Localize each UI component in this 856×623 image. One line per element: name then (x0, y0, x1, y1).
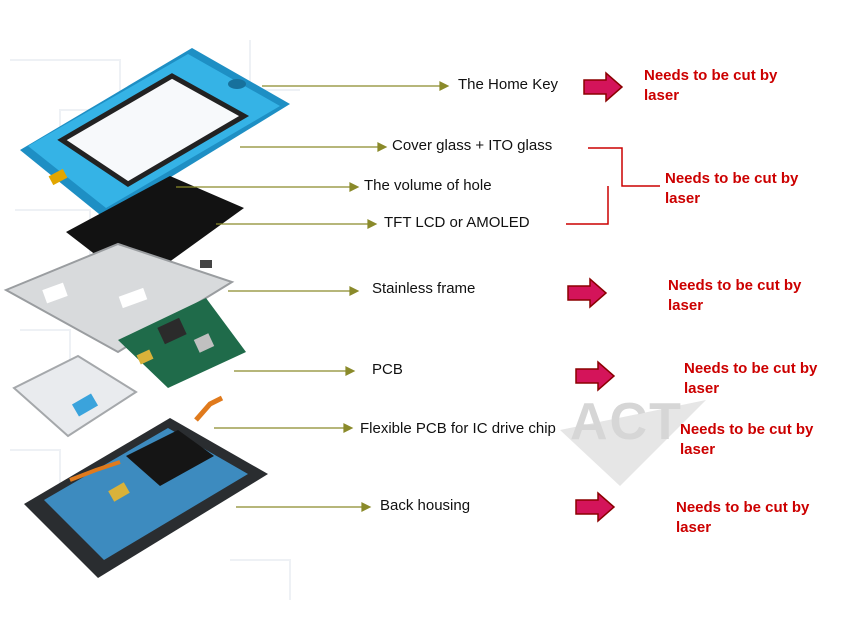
label-stainless-frame: Stainless frame (372, 280, 476, 297)
note-line: laser (680, 441, 716, 458)
note-line: laser (684, 380, 720, 397)
home-key-icon (228, 79, 246, 89)
cover-glass-bezel (20, 48, 290, 218)
note-line: Needs to be cut by (665, 170, 799, 187)
label-home-key: The Home Key (458, 76, 559, 93)
pcb-board-part (118, 298, 246, 388)
label-cover-glass: Cover glass + ITO glass (392, 137, 553, 154)
stainless-frame-part (3, 242, 235, 354)
act-logo-swoosh (560, 400, 706, 486)
note-pcb: Needs to be cut by laser (684, 359, 817, 399)
bracket-connector (566, 147, 660, 225)
volume-hole-icon (48, 168, 68, 186)
note-stainless-frame: Needs to be cut by laser (668, 276, 801, 316)
act-watermark: ACT (570, 393, 683, 451)
note-flexible-pcb: Needs to be cut by laser (680, 420, 813, 460)
back-housing-part (24, 418, 268, 578)
label-tft-lcd: TFT LCD or AMOLED (384, 214, 530, 231)
label-flexible-pcb: Flexible PCB for IC drive chip (360, 420, 556, 437)
note-line: Needs to be cut by (668, 277, 802, 294)
note-cover-and-tft: Needs to be cut by laser (665, 169, 798, 209)
note-line: Needs to be cut by (676, 499, 810, 516)
arrow-right-icon (575, 360, 616, 392)
arrow-right-icon (583, 71, 624, 103)
flexible-pcb-part (12, 354, 224, 438)
note-line: laser (665, 190, 701, 207)
label-volume-hole: The volume of hole (364, 177, 492, 194)
arrow-right-icon (575, 491, 616, 523)
note-line: Needs to be cut by (644, 67, 778, 84)
note-line: Needs to be cut by (684, 360, 818, 377)
right-arrow-icons (567, 71, 658, 523)
note-line: laser (644, 87, 680, 104)
leader-lines (176, 81, 450, 512)
note-line: laser (676, 519, 712, 536)
label-back-housing: Back housing (380, 497, 471, 514)
note-line: Needs to be cut by (680, 421, 814, 438)
arrow-right-icon (567, 277, 608, 309)
note-line: laser (668, 297, 704, 314)
note-back-housing: Needs to be cut by laser (676, 498, 809, 538)
note-home-key: Needs to be cut by laser (644, 66, 777, 106)
label-pcb: PCB (372, 361, 403, 378)
